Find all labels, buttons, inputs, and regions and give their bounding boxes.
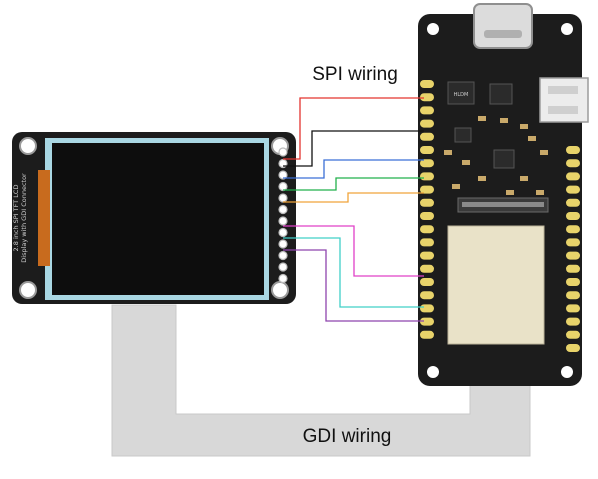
lcd-pin-header xyxy=(278,147,288,284)
spi-wiring-label: SPI wiring xyxy=(312,64,398,85)
smd-part xyxy=(506,190,514,195)
mcu-left-pin xyxy=(420,106,434,115)
mcu-mount-hole xyxy=(561,366,573,378)
spi-wire xyxy=(283,97,424,160)
spi-wire xyxy=(283,249,424,322)
mcu-right-pin xyxy=(566,198,580,207)
mcu-right-pin xyxy=(566,291,580,300)
lcd-pin xyxy=(278,250,288,261)
mcu-pin-headers xyxy=(420,80,580,352)
mcu-right-pin xyxy=(566,304,580,313)
mcu-left-pin xyxy=(420,93,434,102)
ic-chip xyxy=(489,83,513,105)
lcd-silk-line2: Display with GDI Connector xyxy=(20,173,28,263)
lcd-pin xyxy=(278,273,288,284)
smd-components xyxy=(444,116,548,195)
smd-part xyxy=(462,160,470,165)
lcd-pin xyxy=(278,181,288,192)
mcu-left-pin xyxy=(420,146,434,154)
mcu-mount-hole xyxy=(427,366,439,378)
mcu-left-pin xyxy=(420,330,434,339)
mcu-left-pin xyxy=(420,225,434,234)
ic-chip-mark: HLDM xyxy=(454,92,469,98)
mcu-left-pin xyxy=(420,238,434,247)
mcu-left-pin xyxy=(420,317,434,326)
smd-part xyxy=(528,136,536,141)
mcu-right-pin xyxy=(566,278,580,286)
rf-module xyxy=(447,225,545,345)
mcu-right-pin xyxy=(566,146,580,154)
mcu-left-pin xyxy=(420,291,434,300)
lcd-pin xyxy=(278,227,288,238)
mcu-left-pin xyxy=(420,304,434,313)
smd-part xyxy=(444,150,452,155)
smd-part xyxy=(452,184,460,189)
mcu-right-pin xyxy=(566,159,580,168)
lcd-pin xyxy=(278,170,288,180)
mcu-left-pin xyxy=(420,185,434,194)
smd-part xyxy=(540,150,548,155)
lcd-mount-hole xyxy=(271,281,289,299)
mcu-left-pin xyxy=(420,172,434,181)
spi-wire xyxy=(283,225,424,277)
lcd-pin xyxy=(278,262,288,272)
mcu-right-pin xyxy=(566,238,580,247)
spi-wire xyxy=(283,130,424,167)
mcu-left-pin xyxy=(420,198,434,207)
usb-c-connector xyxy=(473,3,533,49)
mcu-left-pin xyxy=(420,278,434,286)
mcu-mount-hole xyxy=(561,23,573,35)
mcu-left-pin xyxy=(420,119,434,128)
mcu-board: HLDM xyxy=(418,3,589,386)
mcu-right-pin xyxy=(566,317,580,326)
lcd-pin xyxy=(278,239,288,249)
mcu-left-pin xyxy=(420,212,434,220)
mcu-left-pin xyxy=(420,251,434,260)
lcd-mount-hole xyxy=(19,137,37,155)
mcu-right-pin xyxy=(566,251,580,260)
mcu-mount-hole xyxy=(427,23,439,35)
spi-wire xyxy=(283,192,424,203)
smd-part xyxy=(520,124,528,129)
mcu-left-pin xyxy=(420,159,434,168)
lcd-mount-hole xyxy=(19,281,37,299)
spi-wires xyxy=(283,97,424,322)
ic-chip xyxy=(493,149,515,169)
mcu-right-pin xyxy=(566,212,580,220)
lcd-pin xyxy=(278,147,288,157)
smd-part xyxy=(536,190,544,195)
lcd-pin xyxy=(278,204,288,215)
smd-part xyxy=(520,176,528,181)
mcu-right-pin xyxy=(566,172,580,181)
lcd-module: 2.8 inch SPI TFT LCD Display with GDI Co… xyxy=(12,132,296,304)
smd-part xyxy=(500,118,508,123)
ic-chip xyxy=(447,81,475,105)
mcu-left-pin xyxy=(420,132,434,141)
mcu-right-pin xyxy=(566,225,580,234)
lcd-screen xyxy=(52,143,264,295)
lcd-silk-line1: 2.8 inch SPI TFT LCD xyxy=(12,185,20,252)
smd-part xyxy=(478,176,486,181)
battery-connector-slot xyxy=(548,86,578,94)
lcd-pin xyxy=(278,193,288,203)
mcu-left-pin xyxy=(420,80,434,88)
spi-wire xyxy=(283,237,424,308)
lcd-pin xyxy=(278,216,288,226)
lcd-fpc-connector xyxy=(38,170,50,266)
smd-part xyxy=(478,116,486,121)
mcu-right-pin xyxy=(566,185,580,194)
ic-chip xyxy=(454,127,472,143)
mcu-left-pin xyxy=(420,264,434,273)
mcu-right-pin xyxy=(566,264,580,273)
battery-connector-slot xyxy=(548,106,578,114)
gdi-wiring-label: GDI wiring xyxy=(303,426,392,447)
battery-connector xyxy=(539,77,589,123)
spi-wire xyxy=(283,177,424,191)
mcu-right-pin xyxy=(566,344,580,352)
spi-wire xyxy=(283,159,424,179)
usb-c-inner xyxy=(484,30,522,38)
mcu-right-pin xyxy=(566,330,580,339)
gdi-connector-contacts xyxy=(462,202,544,207)
